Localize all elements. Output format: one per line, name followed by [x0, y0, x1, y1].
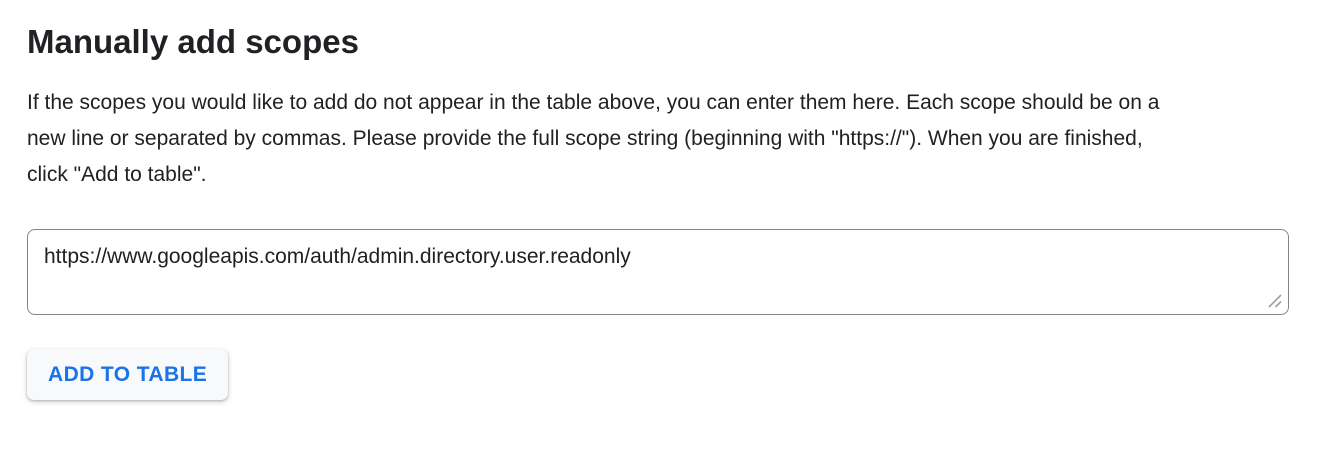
description-text: If the scopes you would like to add do n… — [27, 85, 1289, 193]
scopes-textarea-container: https://www.googleapis.com/auth/admin.di… — [27, 229, 1289, 315]
description-line-2: new line or separated by commas. Please … — [27, 127, 1143, 150]
resize-handle-icon[interactable] — [1266, 292, 1283, 309]
description-line-1: If the scopes you would like to add do n… — [27, 91, 1160, 114]
scopes-input[interactable]: https://www.googleapis.com/auth/admin.di… — [27, 229, 1289, 315]
manually-add-scopes-section: Manually add scopes If the scopes you wo… — [0, 22, 1318, 400]
description-line-3: click "Add to table". — [27, 163, 207, 186]
add-to-table-button[interactable]: ADD TO TABLE — [27, 349, 229, 400]
page-title: Manually add scopes — [27, 23, 359, 60]
